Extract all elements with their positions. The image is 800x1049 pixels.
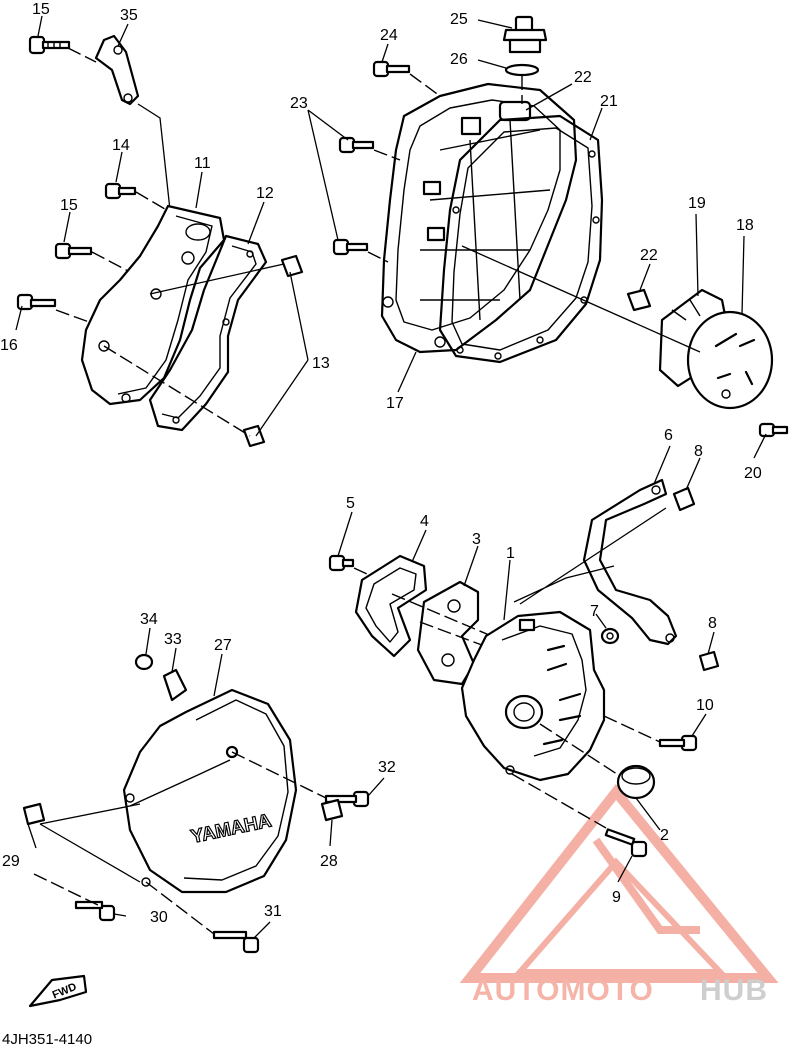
bracket-35 — [94, 34, 140, 106]
label-22b: 22 — [640, 247, 658, 264]
label-27: 27 — [214, 637, 232, 654]
label-9: 9 — [612, 889, 621, 906]
bolt-31 — [212, 930, 260, 954]
seal-8-lower — [698, 650, 720, 672]
bolt-23-upper — [338, 136, 375, 154]
plug-2 — [616, 764, 656, 800]
label-6: 6 — [664, 427, 673, 444]
dowel-22 — [626, 288, 652, 312]
filler-cap-25 — [502, 15, 548, 54]
cover-11 — [80, 204, 226, 406]
label-19: 19 — [688, 195, 706, 212]
label-15b: 15 — [60, 197, 78, 214]
watermark-logo: AUTOMOTO HUB — [459, 784, 779, 1007]
bolt-20 — [758, 422, 789, 438]
dowel-29 — [22, 802, 46, 826]
label-16: 16 — [0, 337, 18, 354]
label-35: 35 — [120, 7, 138, 24]
generator-cover-27: YAMAHA — [122, 688, 298, 894]
bolt-23-lower — [332, 238, 369, 256]
label-20: 20 — [744, 465, 762, 482]
gasket-4 — [354, 554, 428, 658]
diagram-code: 4JH351-4140 — [2, 1031, 92, 1048]
label-33: 33 — [164, 631, 182, 648]
bolt-15-mid — [54, 242, 93, 260]
label-32: 32 — [378, 759, 396, 776]
bolt-14 — [104, 182, 137, 200]
gasket-12 — [148, 234, 268, 432]
label-10: 10 — [696, 697, 714, 714]
label-12: 12 — [256, 185, 274, 202]
crankcase-cover-17 — [380, 82, 578, 354]
bolt-5 — [328, 554, 355, 572]
washer-7 — [600, 627, 620, 645]
label-17: 17 — [386, 395, 404, 412]
bolt-24 — [372, 60, 411, 78]
label-5: 5 — [346, 495, 355, 512]
o-ring-26 — [504, 63, 540, 77]
label-18: 18 — [736, 217, 754, 234]
gasket-21 — [438, 114, 604, 364]
pipe-6 — [582, 478, 678, 646]
bolt-9 — [604, 828, 648, 858]
label-22a: 22 — [574, 69, 592, 86]
label-25: 25 — [450, 11, 468, 28]
fwd-arrow-icon: FWD — [28, 974, 88, 1008]
label-24: 24 — [380, 27, 398, 44]
label-29: 29 — [2, 853, 20, 870]
label-26: 26 — [450, 51, 468, 68]
label-3: 3 — [472, 531, 481, 548]
bolt-16 — [16, 293, 57, 311]
label-23: 23 — [290, 95, 308, 112]
label-4: 4 — [420, 513, 429, 530]
label-7: 7 — [590, 603, 599, 620]
callout-numbers: 15 35 14 11 12 15 16 13 24 25 26 22 21 2… — [0, 1, 762, 926]
label-30: 30 — [150, 909, 168, 926]
callout-leaders — [15, 15, 767, 939]
watermark-text-primary: AUTOMOTO — [472, 974, 654, 1007]
label-14: 14 — [112, 137, 130, 154]
label-13: 13 — [312, 355, 330, 372]
bolt-15-top — [28, 35, 71, 55]
dowel-13-upper — [280, 254, 304, 278]
bolt-30 — [74, 900, 116, 922]
bolt-10 — [658, 734, 698, 752]
label-31: 31 — [264, 903, 282, 920]
collar-28 — [320, 798, 344, 822]
plate-18 — [686, 310, 774, 410]
watermark-text-secondary: HUB — [700, 974, 768, 1007]
label-11: 11 — [194, 155, 211, 172]
bolt-32 — [324, 790, 370, 808]
label-34: 34 — [140, 611, 158, 628]
label-1: 1 — [506, 545, 515, 562]
water-pump-housing-1 — [460, 610, 606, 782]
label-15a: 15 — [32, 1, 50, 18]
label-28: 28 — [320, 853, 338, 870]
label-21: 21 — [600, 93, 618, 110]
label-2: 2 — [660, 827, 669, 844]
label-8a: 8 — [694, 443, 703, 460]
washer-34 — [134, 653, 154, 671]
label-8b: 8 — [708, 615, 717, 632]
seal-8-upper — [672, 486, 696, 512]
clamp-33 — [162, 668, 188, 702]
